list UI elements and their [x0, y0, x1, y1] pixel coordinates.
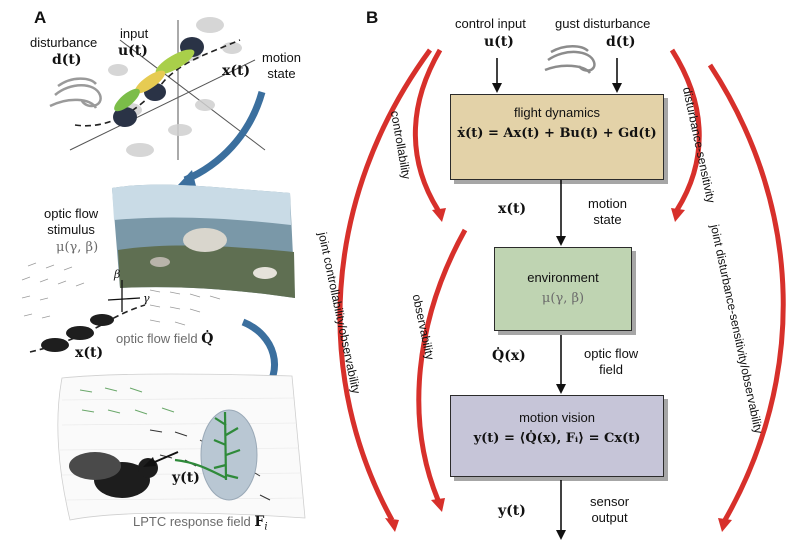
flight-dynamics-box: flight dynamics ẋ(t) = Ax(t) + Bu(t) + G…: [450, 94, 664, 180]
lptc-subscript: i: [264, 521, 268, 533]
beta-gamma-axes: [107, 280, 141, 312]
blue-arrowhead-top: [178, 170, 196, 186]
flow-symbol-b: Q̇(x): [492, 348, 526, 364]
flight-dynamics-equation: ẋ(t) = Ax(t) + Bu(t) + Gd(t): [457, 126, 657, 141]
environment-box: environment μ(γ, β): [494, 247, 632, 331]
optic-flow-field-label: optic flow field Q̇: [116, 331, 213, 347]
arc-observability: [416, 228, 468, 501]
trajectory-top: [74, 39, 241, 127]
gust-disturbance-label: gust disturbance: [555, 16, 651, 31]
red-arc-arrows: [337, 48, 786, 522]
state-symbol-b: x(t): [498, 201, 527, 217]
output-symbol: y(t): [498, 503, 526, 519]
fly-icons: [113, 37, 204, 127]
flow-field-quivers-mid: [21, 262, 221, 326]
panel-b-letter: B: [366, 8, 379, 27]
environment-title: environment: [527, 270, 599, 285]
sensor-output-label: sensor output: [590, 494, 630, 525]
control-input-label: control input: [455, 16, 526, 31]
arc-disturbance-sensitivity: [669, 48, 702, 212]
motion-state-label-a: motion state: [262, 50, 302, 81]
panel-a-letter: A: [34, 8, 47, 27]
panorama-image: [112, 184, 295, 298]
state-symbol-top: x(t): [222, 63, 251, 79]
state-symbol-mid: x(t): [75, 345, 104, 361]
sensor-arrow: [149, 451, 179, 465]
arc-joint-controllability: [337, 48, 433, 522]
disturbance-symbol: d(t): [52, 52, 82, 68]
optic-flow-field-symbol: Q̇: [201, 331, 214, 347]
input-symbol: u(t): [118, 43, 148, 59]
beta-label: β: [114, 268, 121, 281]
flight-dynamics-title: flight dynamics: [514, 105, 600, 120]
sensor-symbol-a: y(t): [172, 470, 200, 486]
lptc-label: LPTC response field Fi: [133, 514, 268, 536]
red-arrowheads: [385, 208, 732, 532]
optic-flow-label-b: optic flow field: [584, 346, 639, 377]
optic-flow-field-text: optic flow field: [116, 331, 198, 346]
disturbance-label: disturbance: [30, 35, 98, 50]
vertical-flow-arrows: [496, 58, 618, 532]
optic-flow-stimulus-label: optic flow stimulus: [44, 206, 99, 237]
gust-swirl-icon: [544, 45, 596, 74]
fly-icons-mid: [41, 314, 114, 352]
lptc-neuron-dendrite: [174, 411, 241, 481]
lptc-label-text: LPTC response field: [133, 514, 251, 529]
flow-arrowheads: [492, 83, 622, 540]
arc-joint-disturbance: [707, 63, 786, 522]
lptc-field: [57, 373, 306, 521]
control-input-symbol: u(t): [484, 34, 514, 50]
input-label: input: [120, 26, 149, 41]
arc-controllability: [412, 48, 443, 212]
motion-state-label-b: motion state: [588, 196, 628, 227]
environment-equation: μ(γ, β): [541, 291, 585, 306]
gamma-label: γ: [143, 292, 150, 305]
lptc-symbol: F: [254, 514, 265, 530]
blue-arrow-top: [183, 91, 266, 184]
motion-vision-box: motion vision y(t) = ⟨Q̇(x), Fᵢ⟩ = Cx(t): [450, 395, 664, 477]
motion-vision-title: motion vision: [519, 410, 595, 425]
stimulus-symbol: μ(γ, β): [56, 240, 99, 255]
motion-vision-equation: y(t) = ⟨Q̇(x), Fᵢ⟩ = Cx(t): [473, 431, 641, 446]
gust-symbol: d(t): [606, 34, 636, 50]
swirl-disturbance-icon: [49, 77, 102, 109]
